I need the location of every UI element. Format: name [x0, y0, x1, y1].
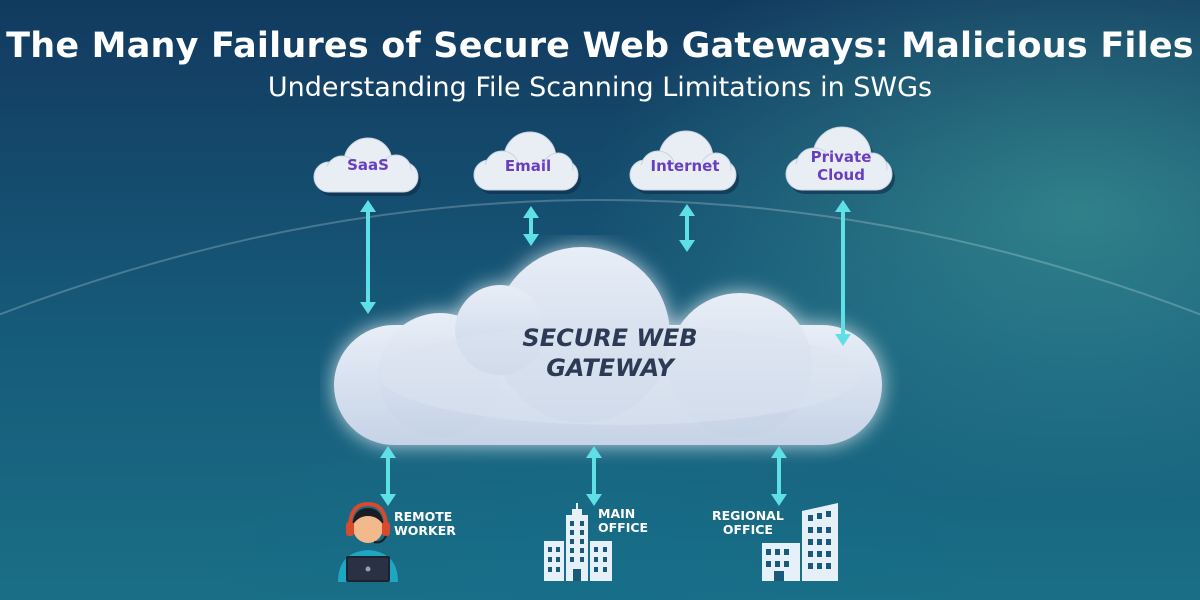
node-label-line: REMOTE — [394, 509, 453, 524]
cloud-saas: SaaS — [308, 136, 428, 198]
arrow-gateway-main-office — [586, 446, 602, 506]
regional-office-building-icon — [762, 503, 838, 581]
cloud-label-saas: SaaS — [347, 156, 389, 174]
cloud-icon — [313, 137, 421, 196]
arrow-internet-gateway — [679, 204, 695, 252]
node-label-main-office: MAIN OFFICE — [598, 507, 648, 535]
cloud-label-internet: Internet — [650, 157, 720, 175]
secure-web-gateway-cloud: SECURE WEB GATEWAY — [320, 235, 900, 465]
node-label-line: MAIN — [598, 506, 636, 521]
cloud-private-cloud: Private Cloud — [780, 124, 902, 196]
cloud-email: Email — [468, 130, 588, 196]
cloud-label-line: Private — [810, 148, 872, 166]
remote-worker-icon — [338, 501, 398, 582]
main-office-building-icon — [544, 503, 612, 581]
gateway-label: SECURE WEB GATEWAY — [320, 323, 900, 383]
node-label-line: OFFICE — [598, 520, 649, 535]
cloud-icon — [629, 130, 739, 194]
node-label-line: OFFICE — [722, 522, 773, 537]
node-label-remote-worker: REMOTE WORKER — [394, 510, 456, 538]
cloud-label-private-cloud: Private Cloud — [780, 148, 902, 184]
cloud-label-line: Cloud — [817, 166, 865, 184]
cloud-icon — [785, 126, 895, 194]
cloud-icon — [334, 247, 882, 445]
arrow-private-cloud-gateway — [835, 200, 851, 346]
node-label-line: WORKER — [394, 523, 456, 538]
gateway-label-line: GATEWAY — [546, 354, 674, 382]
node-label-line: REGIONAL — [712, 508, 784, 523]
arrow-gateway-remote-worker — [380, 446, 396, 506]
arrow-gateway-regional-office — [771, 446, 787, 506]
arrow-email-gateway — [523, 206, 539, 246]
page-subtitle: Understanding File Scanning Limitations … — [267, 72, 933, 103]
node-label-regional-office: REGIONAL OFFICE — [712, 509, 784, 537]
cloud-internet: Internet — [624, 128, 746, 196]
page-title: The Many Failures of Secure Web Gateways… — [6, 26, 1194, 66]
gateway-label-line: SECURE WEB — [522, 324, 698, 352]
cloud-label-email: Email — [504, 157, 552, 175]
arrow-saas-gateway — [360, 200, 376, 314]
cloud-icon — [473, 131, 581, 194]
